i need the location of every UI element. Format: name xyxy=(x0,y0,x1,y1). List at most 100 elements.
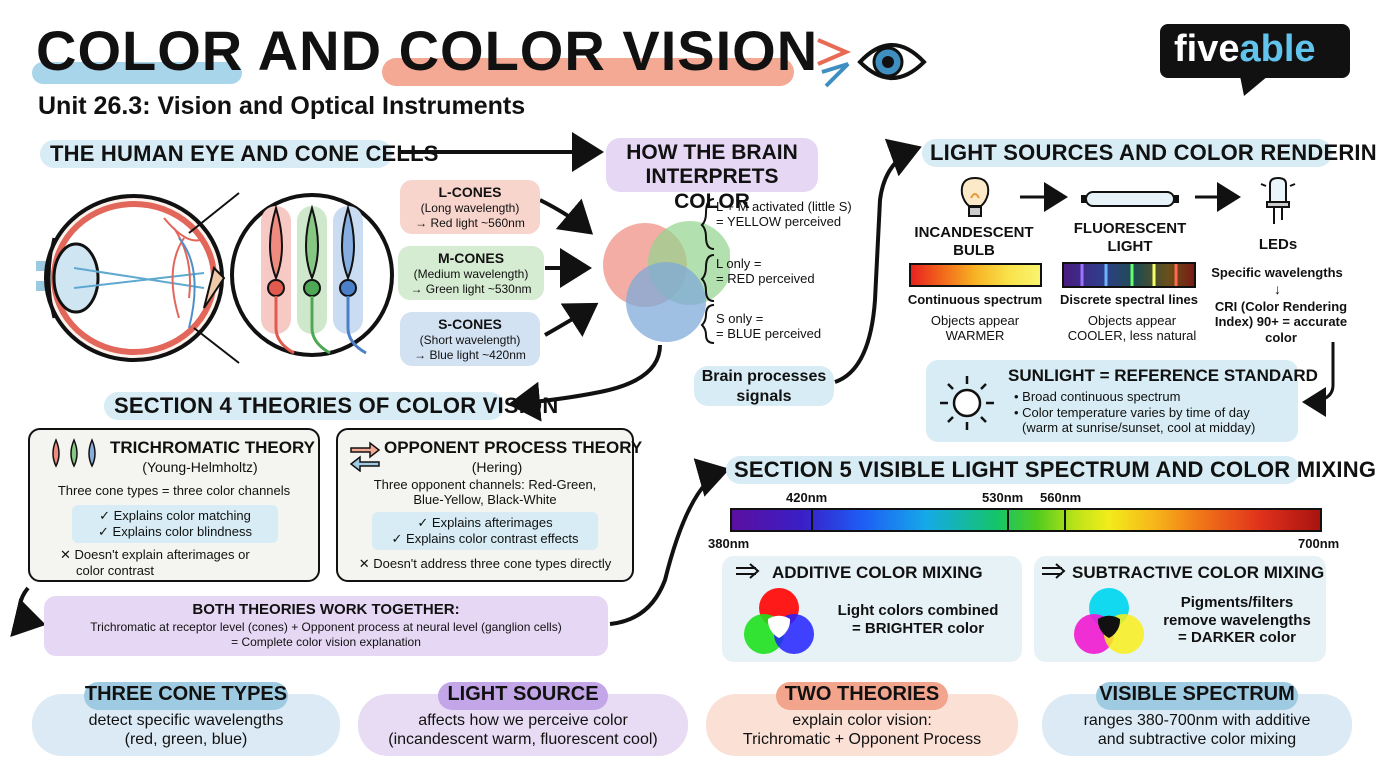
title-part2: COLOR VISION xyxy=(398,19,819,82)
bulb-icon xyxy=(960,176,990,217)
sunlight-bullet3: (warm at sunrise/sunset, cool at midday) xyxy=(1022,420,1256,436)
fluorescent-effect-line1: Objects appear xyxy=(1087,313,1177,328)
summary-card-cones: THREE CONE TYPES detect specific wavelen… xyxy=(32,682,340,756)
note-blue-line1: S only = xyxy=(716,311,764,326)
incandescent-effect-line2: WARMER xyxy=(945,328,1005,344)
led-name: LEDs xyxy=(1258,236,1298,253)
both-title: BOTH THEORIES WORK TOGETHER: xyxy=(192,601,460,618)
led-arrow-down-icon: ↓ xyxy=(1274,281,1281,297)
s-cone-line2: → Blue light ~420nm xyxy=(414,348,526,362)
summary-cones-line1: detect specific wavelengths xyxy=(88,712,284,729)
subtractive-line2: remove wavelengths xyxy=(1163,611,1311,629)
trichromatic-title: TRICHROMATIC THEORY xyxy=(110,438,315,457)
additive-mixing-box: ADDITIVE COLOR MIXING Light colors combi… xyxy=(722,556,1022,662)
opponent-pros: ✓ Explains afterimages ✓ Explains color … xyxy=(372,512,598,550)
brain-processes-line2: signals xyxy=(736,388,792,405)
m-cone-line1: (Medium wavelength) xyxy=(413,267,529,281)
summary-card-spectrum: VISIBLE SPECTRUM ranges 380-700nm with a… xyxy=(1042,682,1352,756)
both-line1: Trichromatic at receptor level (cones) +… xyxy=(90,620,562,634)
logo-text-five: five xyxy=(1174,28,1240,70)
fiveable-logo[interactable]: fiveable xyxy=(1160,24,1350,96)
eye-anatomy-illustration xyxy=(36,192,394,364)
s-cone-box: S-CONES (Short wavelength) → Blue light … xyxy=(400,312,540,366)
spectrum-start-label: 380nm xyxy=(708,536,750,551)
summary-theories-line1: explain color vision: xyxy=(792,712,932,729)
fluorescent-tube-icon xyxy=(1081,191,1179,207)
note-yellow-line1: L + M activated (little S) xyxy=(716,199,852,214)
additive-line1: Light colors combined xyxy=(837,602,999,619)
marker-560-line xyxy=(1064,510,1066,530)
fluorescent-spectrum xyxy=(1062,262,1196,288)
summary-spectrum-text: ranges 380-700nm with additive and subtr… xyxy=(1042,712,1352,750)
brain-title-highlight xyxy=(606,138,818,192)
s-cone-line1: (Short wavelength) xyxy=(419,333,521,347)
summary-light-line2: (incandescent warm, fluorescent cool) xyxy=(388,730,658,748)
fluorescent-name-line1: FLUORESCENT xyxy=(1073,220,1187,237)
subtractive-mixing-box: SUBTRACTIVE COLOR MIXING Pigments/filter… xyxy=(1034,556,1326,662)
eye-section-title: THE HUMAN EYE AND CONE CELLS xyxy=(50,141,439,166)
additive-rgb-circles-icon xyxy=(744,588,814,654)
trichromatic-desc: Three cone types = three color channels xyxy=(57,483,291,498)
theories-section-title: SECTION 4 THEORIES OF COLOR VISION xyxy=(114,393,559,418)
l-cone-box: L-CONES (Long wavelength) → Red light ~5… xyxy=(400,180,540,234)
page-subtitle: Unit 26.3: Vision and Optical Instrument… xyxy=(38,92,526,120)
incandescent-effect-line1: Objects appear xyxy=(930,313,1020,328)
opponent-pro1: ✓ Explains afterimages xyxy=(417,515,553,530)
theories-title-highlight xyxy=(104,392,504,420)
subtractive-cmy-circles-icon xyxy=(1074,588,1144,654)
fluorescent-name: FLUORESCENT LIGHT xyxy=(1060,220,1200,255)
brain-processes-line1: Brain processes xyxy=(701,368,827,385)
summary-tag-cones xyxy=(84,682,288,710)
additive-desc: Light colors combined = BRIGHTER color xyxy=(826,602,1010,637)
trichromatic-con-line1: ✕ Doesn't explain afterimages or xyxy=(60,547,250,562)
led-cri: CRI (Color Rendering Index) 90+ = accura… xyxy=(1206,299,1356,345)
s-cone-name: S-CONES xyxy=(438,316,502,332)
opponent-title: OPPONENT PROCESS THEORY xyxy=(384,438,643,457)
trichromatic-pro1: ✓ Explains color matching xyxy=(99,508,251,523)
opponent-desc: Three opponent channels: Red-Green, Blue… xyxy=(338,477,632,508)
incandescent-desc: Continuous spectrum xyxy=(907,292,1043,307)
summary-cones-text: detect specific wavelengths (red, green,… xyxy=(32,712,340,750)
trichromatic-con: ✕ Doesn't explain afterimages or color c… xyxy=(60,547,250,578)
opponent-card: OPPONENT PROCESS THEORY (Hering) Three o… xyxy=(336,428,642,582)
arrow-brain-to-theories xyxy=(508,344,662,422)
trichromatic-card: TRICHROMATIC THEORY (Young-Helmholtz) Th… xyxy=(28,428,320,582)
opponent-subtitle: (Hering) xyxy=(471,459,523,475)
title-highlight-coral xyxy=(382,58,794,86)
summary-card-light: LIGHT SOURCE affects how we perceive col… xyxy=(358,682,688,756)
incandescent-name-line1: INCANDESCENT xyxy=(914,224,1034,241)
incandescent-effect: Objects appear WARMER xyxy=(900,313,1050,344)
summary-spectrum-line1: ranges 380-700nm with additive xyxy=(1083,712,1311,729)
m-cone-box: M-CONES (Medium wavelength) → Green ligh… xyxy=(398,246,544,300)
summary-light-text: affects how we perceive color (incandesc… xyxy=(358,712,688,750)
additive-pointer-icon xyxy=(736,563,760,579)
brain-title-line2: INTERPRETS COLOR xyxy=(645,165,779,213)
led-cri-line3: color xyxy=(1265,329,1297,345)
fluorescent-effect: Objects appear COOLER, less natural xyxy=(1052,313,1212,344)
led-cri-line1: CRI (Color Rendering xyxy=(1214,299,1348,314)
subtractive-desc: Pigments/filters remove wavelengths = DA… xyxy=(1154,594,1320,647)
m-cone-name: M-CONES xyxy=(437,250,505,266)
led-icon xyxy=(1260,176,1296,224)
fluorescent-desc: Discrete spectral lines xyxy=(1059,292,1199,307)
summary-spectrum-line2: and subtractive color mixing xyxy=(1097,730,1297,748)
led-cri-line2: Index) 90+ = accurate xyxy=(1214,314,1348,330)
color-venn-diagram xyxy=(603,221,730,342)
trichromatic-pro2: ✓ Explains color blindness xyxy=(98,524,252,539)
summary-light-title: LIGHT SOURCE xyxy=(447,683,599,705)
subtractive-pointer-icon xyxy=(1042,563,1066,579)
arrow-theory-to-both xyxy=(10,586,46,638)
sunlight-bullet2: • Color temperature varies by time of da… xyxy=(1014,404,1250,420)
arrow-scone xyxy=(544,302,599,338)
marker-530-line xyxy=(1007,510,1009,530)
title-part1: COLOR AND xyxy=(36,19,383,82)
eye-title-highlight xyxy=(40,140,392,168)
sun-icon xyxy=(940,376,994,430)
incandescent-spectrum xyxy=(909,263,1042,287)
arrow-led-to-sun xyxy=(1302,342,1335,417)
brain-title-line1: HOW THE BRAIN xyxy=(626,141,798,164)
subtractive-title: SUBTRACTIVE COLOR MIXING xyxy=(1072,563,1325,582)
l-cone-line1: (Long wavelength) xyxy=(420,201,520,215)
sunlight-title: SUNLIGHT = REFERENCE STANDARD xyxy=(1008,366,1318,385)
